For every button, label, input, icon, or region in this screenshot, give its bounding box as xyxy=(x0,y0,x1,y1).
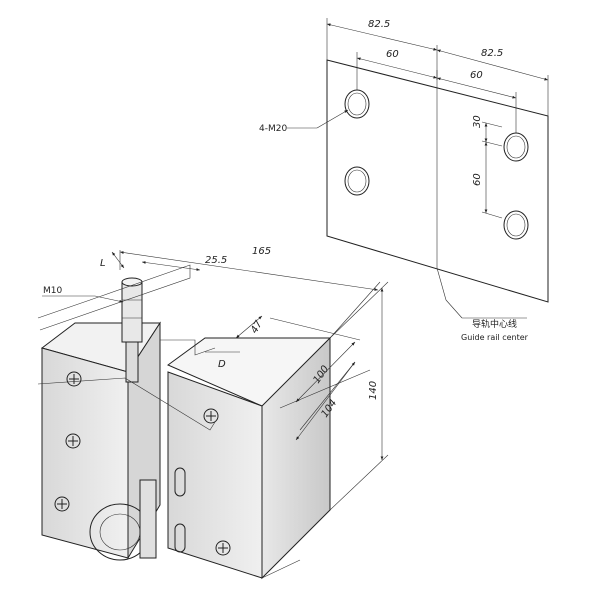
screw xyxy=(65,433,81,449)
body-dim-offset: 25.5 xyxy=(205,255,227,266)
plate-dim-hole-right: 60 xyxy=(470,70,483,81)
plate-hole xyxy=(344,166,370,196)
plate-dim-vert-top: 30 xyxy=(472,115,483,128)
housing-front-face xyxy=(167,371,263,579)
body-dim-length: 165 xyxy=(252,246,271,257)
guide-rail-center-label-cn: 导轨中心线 xyxy=(472,318,517,330)
body-dim-height: 140 xyxy=(368,381,379,400)
plate-dim-hole-left: 60 xyxy=(386,49,399,60)
screw xyxy=(203,408,219,424)
body-dim-l: L xyxy=(100,258,106,269)
guide-shoe-body: 165 25.5 L 47 D 100 104 140 M10 xyxy=(37,246,389,580)
housing-slot xyxy=(174,523,186,553)
roller xyxy=(89,479,157,561)
body-dim-depth: 47 xyxy=(249,318,265,335)
plate-dim-overall-right: 82.5 xyxy=(481,48,503,59)
body-dim-d: D xyxy=(218,359,226,370)
guide-rail-center-label-en: Guide rail center xyxy=(461,333,529,342)
screw xyxy=(54,496,70,512)
housing-slot xyxy=(174,467,186,497)
screw xyxy=(215,540,231,556)
plate-dim-overall-left: 82.5 xyxy=(368,19,390,30)
mounting-plate: 82.5 82.5 60 60 30 60 4-M20 导轨中心线 Guide … xyxy=(259,18,549,342)
plate-hole xyxy=(503,210,529,240)
plate-dim-vert-mid: 60 xyxy=(472,173,483,186)
plate-hole-label: 4-M20 xyxy=(259,124,287,134)
plate-face xyxy=(326,59,549,303)
screw xyxy=(66,371,82,387)
bracket-front-face xyxy=(41,347,129,559)
bolt-label: M10 xyxy=(43,286,62,296)
